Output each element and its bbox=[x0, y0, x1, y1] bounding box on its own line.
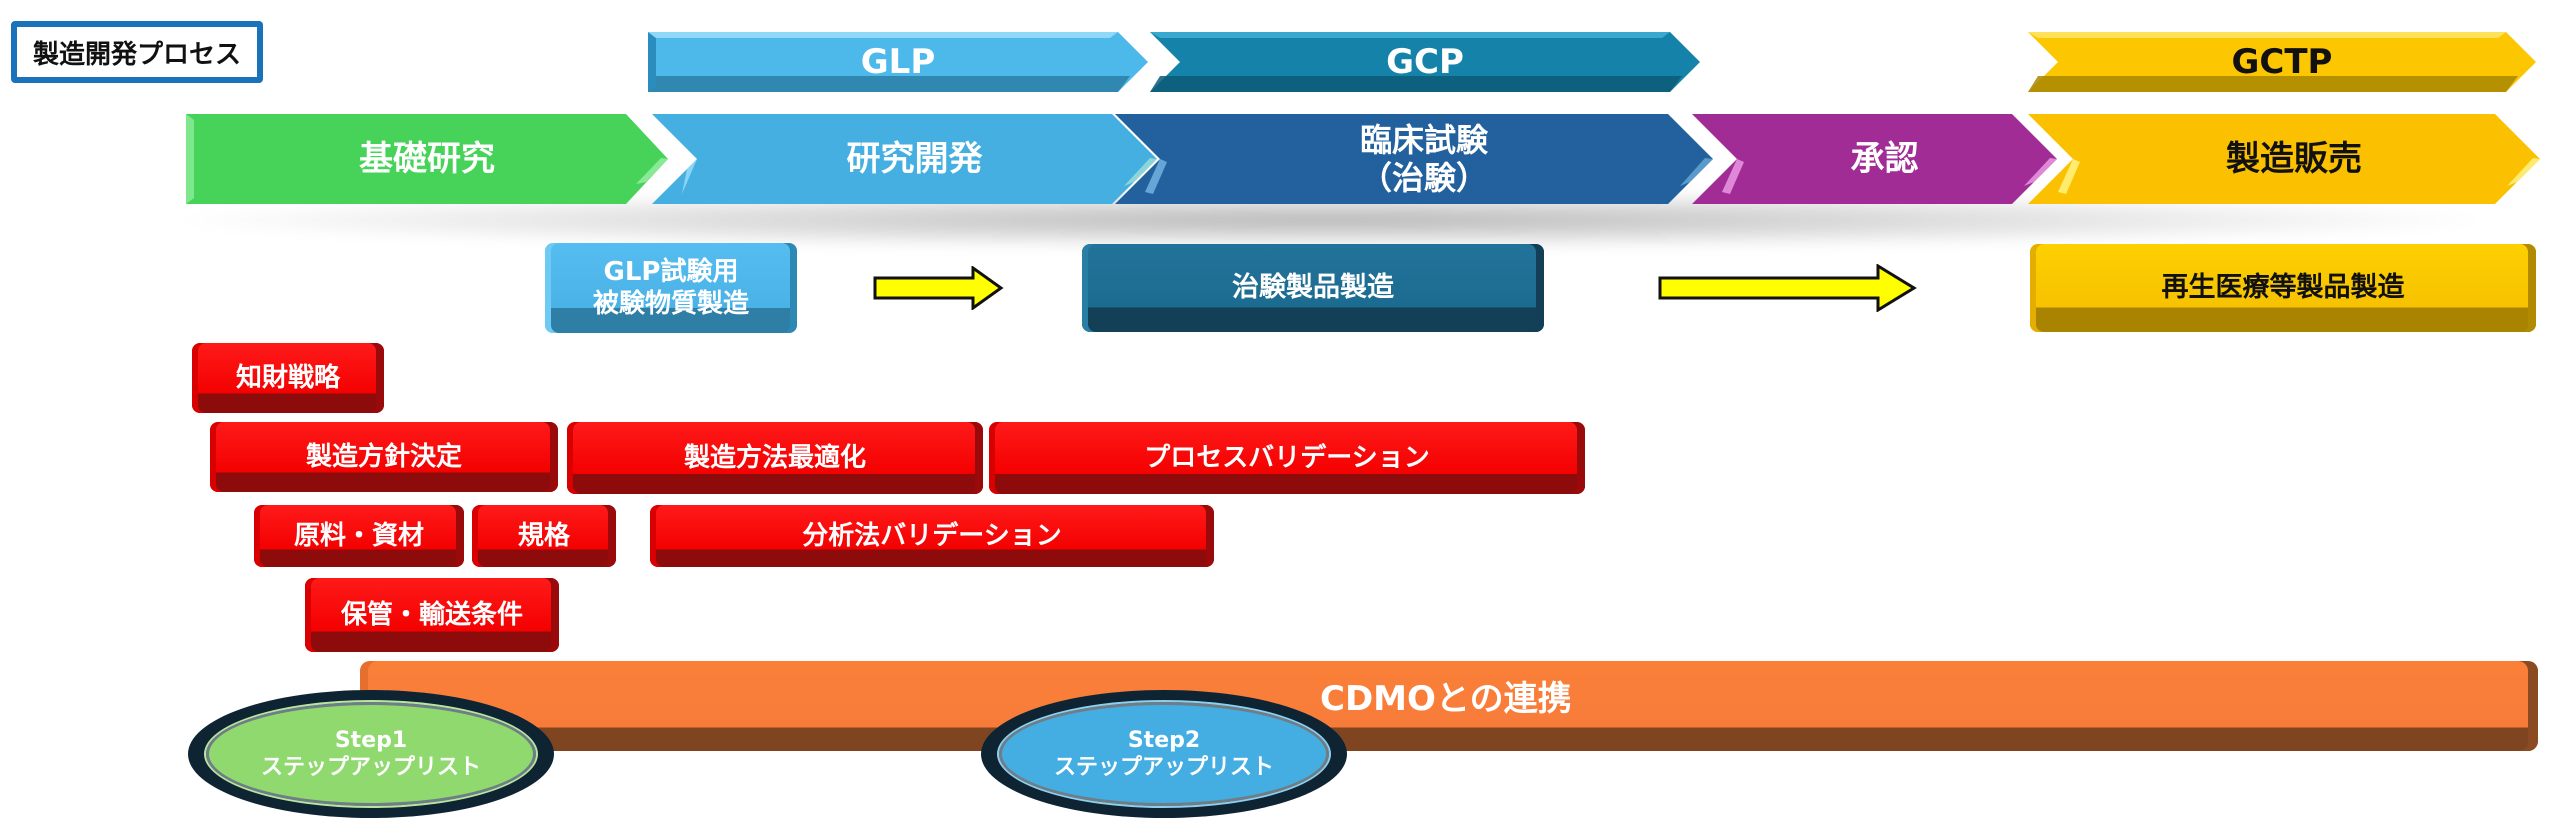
production-box-investigational-product: 治験製品製造 bbox=[1082, 244, 1544, 332]
step1-label: Step1 bbox=[334, 727, 408, 753]
glp-arrow-shape bbox=[648, 32, 1148, 92]
task-ip-strategy: 知財戦略 bbox=[192, 343, 384, 413]
regulation-label-glp: GLP bbox=[860, 41, 936, 82]
step2-badge: Step2 ステップアップリスト bbox=[981, 690, 1347, 818]
step1-sublabel: ステップアップリスト bbox=[260, 755, 481, 780]
phase-label-manufacturing-sales: 製造販売 bbox=[2226, 138, 2362, 179]
task-analytical-validation-label: 分析法バリデーション bbox=[802, 520, 1062, 551]
production-box-regenerative-label: 再生医療等製品製造 bbox=[2161, 272, 2405, 304]
flow-arrow-2-shape bbox=[1658, 264, 1917, 312]
clinical-trial-arrow-shape bbox=[1115, 114, 1713, 204]
task-raw-materials: 原料・資材 bbox=[254, 505, 464, 567]
flow-arrow-1 bbox=[873, 266, 1004, 310]
production-box-glp-test-substance: GLP試験用 被験物質製造 bbox=[545, 243, 797, 333]
task-analytical-validation: 分析法バリデーション bbox=[650, 505, 1214, 567]
production-box-glp-line1: GLP試験用 bbox=[603, 256, 739, 287]
task-process-optimization-label: 製造方法最適化 bbox=[683, 442, 866, 473]
phase-label-basic-research: 基礎研究 bbox=[359, 138, 495, 179]
step1-badge: Step1 ステップアップリスト bbox=[188, 690, 554, 818]
task-specifications-label: 規格 bbox=[517, 520, 570, 551]
task-process-validation-label: プロセスバリデーション bbox=[1144, 442, 1430, 473]
regulation-label-gcp: GCP bbox=[1386, 41, 1464, 82]
diagram-title: 製造開発プロセス bbox=[11, 21, 263, 83]
approval-arrow-shape bbox=[1692, 114, 2057, 204]
phase-arrow-manufacturing-sales: 製造販売 bbox=[2028, 114, 2540, 204]
phase-label-clinical-trial-line1: 臨床試験 bbox=[1359, 120, 1488, 159]
task-process-validation: プロセスバリデーション bbox=[989, 422, 1585, 494]
step1-inner: Step1 ステップアップリスト bbox=[204, 700, 538, 808]
cdmo-collaboration-bar: CDMOとの連携 bbox=[360, 661, 2538, 751]
regulation-arrow-gcp: GCP bbox=[1150, 32, 1700, 92]
step2-sublabel: ステップアップリスト bbox=[1053, 755, 1274, 780]
phase-label-research-development: 研究開発 bbox=[846, 138, 983, 179]
phase-arrow-clinical-trial: 臨床試験 （治験） bbox=[1115, 114, 1713, 204]
task-ip-strategy-label: 知財戦略 bbox=[235, 362, 340, 393]
phase-arrow-basic-research: 基礎研究 bbox=[186, 114, 668, 204]
task-storage-transport-label: 保管・輸送条件 bbox=[340, 599, 523, 630]
regulation-arrow-gctp: GCTP bbox=[2028, 32, 2536, 92]
flow-arrow-2 bbox=[1658, 264, 1917, 312]
production-box-glp-line2: 被験物質製造 bbox=[592, 289, 749, 319]
regulation-arrow-glp: GLP bbox=[648, 32, 1148, 92]
task-specifications: 規格 bbox=[472, 505, 616, 567]
phase-arrow-approval: 承認 bbox=[1692, 114, 2057, 204]
task-manufacturing-policy-label: 製造方針決定 bbox=[305, 441, 462, 472]
gctp-arrow-shape bbox=[2028, 32, 2536, 92]
regulation-label-gctp: GCTP bbox=[2231, 41, 2333, 82]
production-box-glp-text: GLP試験用 被験物質製造 bbox=[593, 256, 749, 321]
basic-research-arrow-shape bbox=[186, 114, 668, 204]
phase-label-approval: 承認 bbox=[1850, 138, 1919, 179]
task-manufacturing-policy: 製造方針決定 bbox=[210, 422, 558, 492]
phase-arrow-research-development: 研究開発 bbox=[652, 114, 1157, 204]
research-development-arrow-shape bbox=[652, 114, 1157, 204]
manufacturing-sales-arrow-shape bbox=[2028, 114, 2540, 204]
gcp-arrow-shape bbox=[1150, 32, 1700, 92]
flow-arrow-1-shape bbox=[873, 266, 1004, 310]
production-box-investigational-label: 治験製品製造 bbox=[1232, 272, 1394, 304]
step2-label: Step2 bbox=[1127, 727, 1201, 753]
step2-inner: Step2 ステップアップリスト bbox=[997, 700, 1331, 808]
task-process-optimization: 製造方法最適化 bbox=[567, 422, 983, 494]
task-raw-materials-label: 原料・資材 bbox=[293, 520, 424, 551]
cdmo-collaboration-label: CDMOとの連携 bbox=[1320, 678, 1572, 719]
task-storage-transport: 保管・輸送条件 bbox=[305, 578, 559, 652]
production-box-regenerative-medicine: 再生医療等製品製造 bbox=[2030, 244, 2536, 332]
diagram-title-text: 製造開発プロセス bbox=[32, 39, 241, 70]
phase-label-clinical-trial-line2: （治験） bbox=[1359, 159, 1488, 197]
phase-label-clinical-trial: 臨床試験 （治験） bbox=[1115, 114, 1713, 204]
